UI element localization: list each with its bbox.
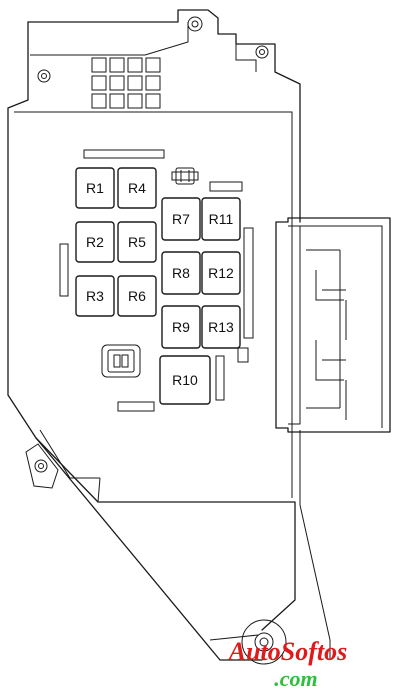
relay-box (161, 305, 201, 349)
relay-box (201, 305, 241, 349)
relay-label: R7 (172, 211, 190, 227)
relay-r4: R4 (117, 167, 157, 209)
relay-r2: R2 (75, 221, 115, 263)
relay-label: R10 (172, 372, 198, 388)
watermark: AutoSoftos .com (227, 637, 348, 691)
connector-plug-left (101, 344, 141, 378)
relay-label: R1 (86, 180, 104, 196)
relay-r9: R9 (161, 305, 201, 349)
housing-outline (7, 9, 331, 661)
relay-label: R8 (172, 265, 190, 281)
relay-box (161, 251, 201, 295)
relay-label: R13 (208, 319, 234, 335)
relay-label: R4 (128, 180, 146, 196)
relay-label: R11 (209, 211, 234, 227)
relay-r5: R5 (117, 221, 157, 263)
watermark-sub-text: .com (274, 666, 317, 691)
auxiliary-slots (59, 149, 254, 412)
relay-r8: R8 (161, 251, 201, 295)
relay-label: R9 (172, 319, 190, 335)
relay-r6: R6 (117, 275, 157, 317)
relay-label: R6 (128, 288, 146, 304)
relay-r11: R11 (201, 197, 241, 241)
connector-plug-top (171, 167, 199, 185)
relay-box (161, 197, 201, 241)
top-fuse-grid (91, 57, 161, 109)
relay-r12: R12 (201, 251, 241, 295)
relay-box (75, 275, 115, 317)
relay-box (117, 275, 157, 317)
relay-box (75, 221, 115, 263)
relay-box (117, 167, 157, 209)
mounting-holes (25, 16, 287, 665)
side-connector-block (275, 217, 391, 433)
relay-r1: R1 (75, 167, 115, 209)
relay-r10: R10 (159, 355, 211, 405)
watermark-main-text: AutoSoftos (227, 637, 348, 666)
relay-label: R5 (128, 234, 146, 250)
relay-box (117, 221, 157, 263)
relay-box (201, 197, 241, 241)
relay-r7: R7 (161, 197, 201, 241)
relay-label: R2 (86, 234, 104, 250)
relay-box (75, 167, 115, 209)
relay-label: R3 (86, 288, 104, 304)
relay-label: R12 (208, 265, 234, 281)
relay-r3: R3 (75, 275, 115, 317)
relay-r13: R13 (201, 305, 241, 349)
relay-box (159, 355, 211, 405)
relay-box (201, 251, 241, 295)
